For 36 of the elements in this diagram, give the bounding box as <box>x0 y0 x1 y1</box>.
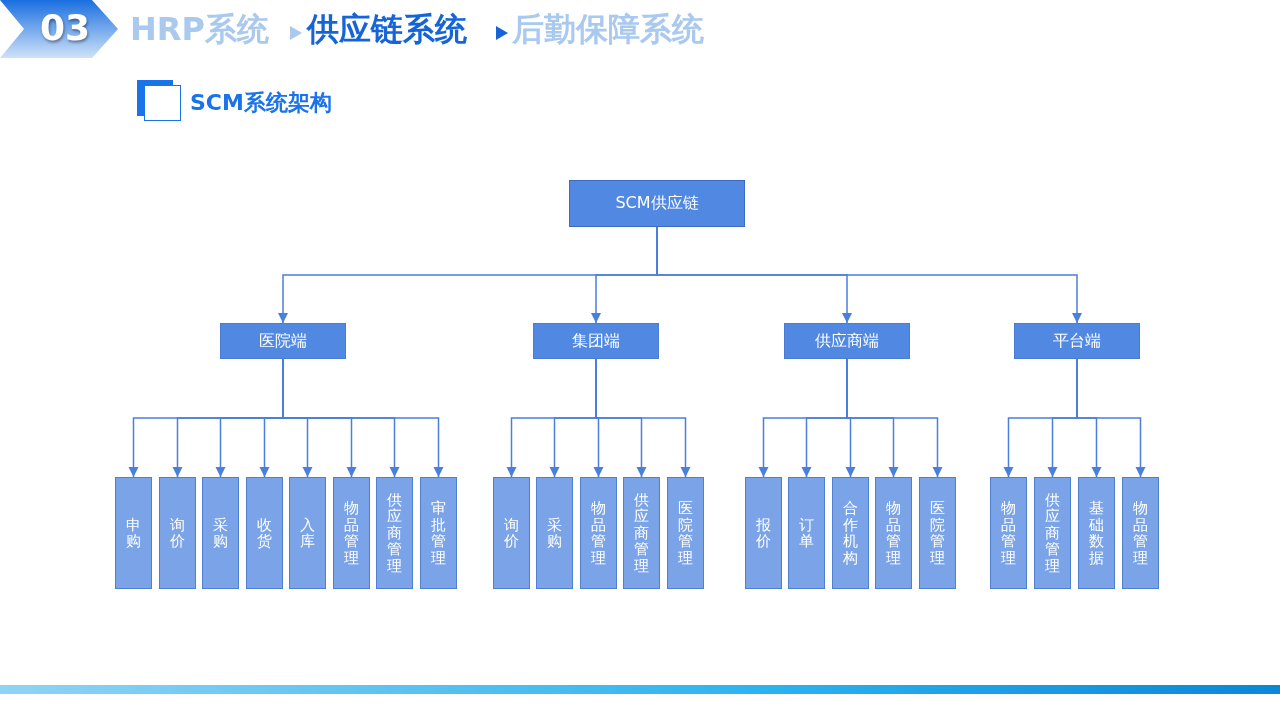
module-box: 收货 <box>246 477 283 589</box>
module-box: 供应商管理 <box>623 477 660 589</box>
connector-arrow <box>595 358 691 478</box>
section-number: 03 <box>40 8 91 48</box>
connector-arrow <box>846 358 943 478</box>
module-box: 物品管理 <box>1122 477 1159 589</box>
module-box: 物品管理 <box>990 477 1027 589</box>
module-box: 供应商管理 <box>1034 477 1071 589</box>
module-box: 医院管理 <box>667 477 704 589</box>
connector-arrow <box>1076 358 1146 478</box>
module-box: 入库 <box>289 477 326 589</box>
module-box: 物品管理 <box>333 477 370 589</box>
category-box: 平台端 <box>1014 323 1140 359</box>
category-box: 医院端 <box>220 323 346 359</box>
module-box: 询价 <box>159 477 196 589</box>
module-box: 订单 <box>788 477 825 589</box>
module-box: 报价 <box>745 477 782 589</box>
category-box: 供应商端 <box>784 323 910 359</box>
module-box: 物品管理 <box>875 477 912 589</box>
module-box: 申购 <box>115 477 152 589</box>
category-box: 集团端 <box>533 323 659 359</box>
connector-arrow <box>282 358 444 478</box>
section-title: SCM系统架构 <box>190 89 332 117</box>
breadcrumb-item: HRP系统 <box>130 12 269 48</box>
module-box: 采购 <box>202 477 239 589</box>
breadcrumb-item: 供应链系统 <box>307 12 467 48</box>
breadcrumb-item: 后勤保障系统 <box>512 12 704 48</box>
root-box: SCM供应链 <box>569 180 745 227</box>
module-box: 合作机构 <box>832 477 869 589</box>
module-box: 医院管理 <box>919 477 956 589</box>
module-box: 供应商管理 <box>376 477 413 589</box>
module-box: 物品管理 <box>580 477 617 589</box>
module-box: 询价 <box>493 477 530 589</box>
module-box: 审批管理 <box>420 477 457 589</box>
module-box: 采购 <box>536 477 573 589</box>
module-box: 基础数据 <box>1078 477 1115 589</box>
